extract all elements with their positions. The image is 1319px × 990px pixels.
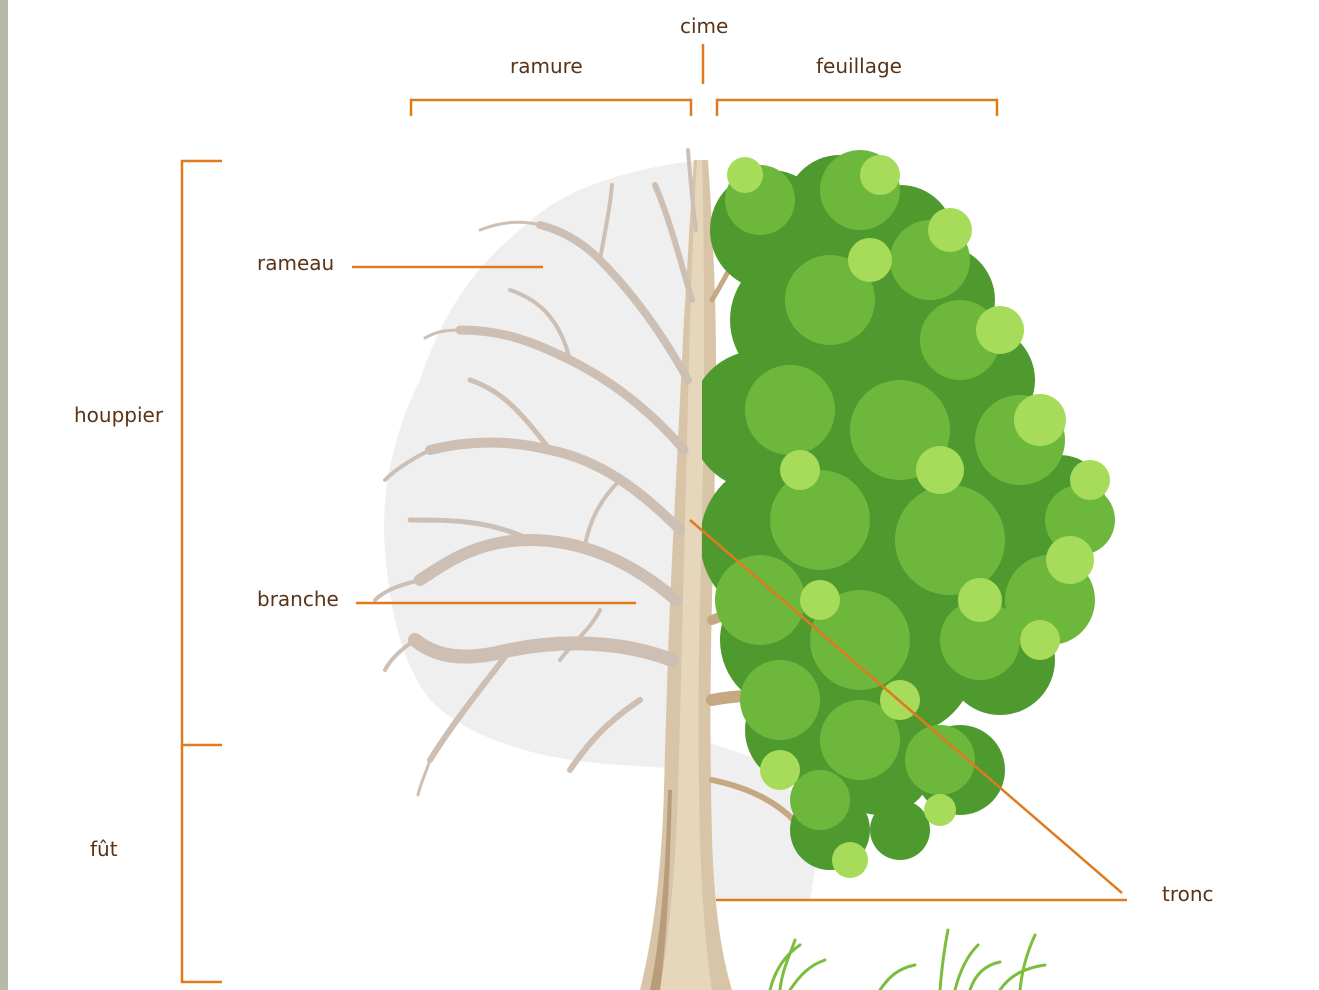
ramure-bracket bbox=[411, 100, 691, 116]
label-feuillage: feuillage bbox=[816, 56, 902, 76]
label-cime: cime bbox=[680, 16, 728, 36]
houppier-bracket bbox=[182, 161, 222, 745]
label-ramure: ramure bbox=[510, 56, 583, 76]
bare-crown-shadow bbox=[384, 160, 700, 770]
grass bbox=[770, 930, 1045, 990]
feuillage-bracket bbox=[717, 100, 997, 116]
label-branche: branche bbox=[257, 589, 339, 609]
label-fut: fût bbox=[90, 839, 118, 859]
label-tronc: tronc bbox=[1162, 884, 1214, 904]
label-houppier: houppier bbox=[74, 405, 163, 425]
fut-bracket bbox=[182, 745, 222, 982]
label-rameau: rameau bbox=[257, 253, 334, 273]
